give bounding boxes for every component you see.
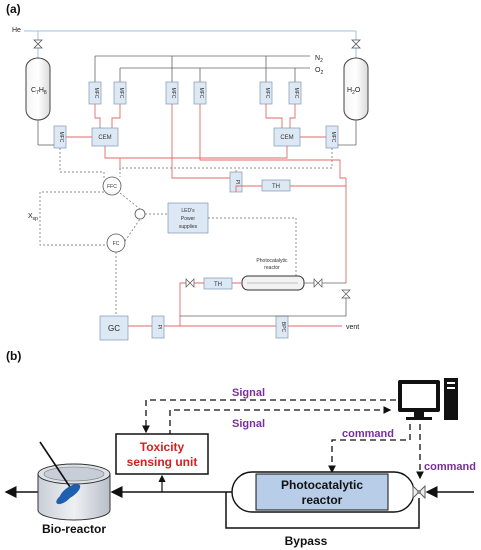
pi-lower: PI	[151, 315, 165, 339]
svg-text:GC: GC	[108, 324, 120, 333]
mfc-upper-5: MFC	[259, 81, 273, 105]
cem-right: CEM	[273, 127, 301, 147]
bypass-line	[225, 492, 420, 529]
svg-text:MFC: MFC	[264, 88, 270, 99]
mfc-upper-2: MFC	[113, 81, 127, 105]
command-label-right: command	[424, 461, 476, 473]
svg-text:TH: TH	[272, 184, 280, 190]
signal-line-mid	[169, 406, 392, 436]
svg-text:sensing unit: sensing unit	[127, 455, 198, 469]
fc-controller: FC	[106, 233, 126, 253]
svg-text:CEM: CEM	[280, 135, 293, 141]
svg-text:LED's: LED's	[181, 208, 195, 214]
bypass-label: Bypass	[285, 534, 328, 548]
svg-text:supplies: supplies	[179, 224, 198, 230]
command-line-top	[328, 424, 411, 474]
o2-label: O2	[315, 67, 323, 76]
svg-text:FFC: FFC	[107, 184, 117, 190]
svg-text:MFC: MFC	[330, 132, 336, 143]
th-upper: TH	[261, 179, 291, 192]
svg-text:PI: PI	[234, 180, 240, 185]
mfc-h2o: MFC	[325, 125, 339, 149]
svg-text:C7H8: C7H8	[31, 87, 47, 96]
he-label: He	[12, 27, 21, 34]
signal-label-top: Signal	[232, 387, 265, 399]
svg-text:H2O: H2O	[347, 87, 361, 96]
reactor-a-label-1: Photocatalytic	[256, 258, 288, 264]
gc-box: GC	[99, 315, 129, 341]
computer-icon	[398, 378, 458, 420]
tank-h2o: H2O	[343, 57, 369, 121]
svg-text:reactor: reactor	[302, 493, 343, 507]
mfc-upper-4: MFC	[193, 81, 207, 105]
svg-text:FC: FC	[113, 241, 120, 247]
command-label-top: command	[342, 428, 394, 440]
svg-text:MFC: MFC	[293, 88, 299, 99]
cem-left: CEM	[91, 127, 119, 147]
mfc-upper-3: MFC	[165, 81, 179, 105]
bioreactor-label: Bio-reactor	[42, 522, 106, 536]
svg-text:MFC: MFC	[58, 132, 64, 143]
led-power-supplies: LED's Power supplies	[167, 202, 209, 234]
mfc-c7h8: MFC	[53, 125, 67, 149]
summing-junction	[134, 208, 146, 220]
reactor-valve-left	[185, 278, 195, 288]
photocatalytic-reactor-b: Photocatalytic reactor	[231, 471, 415, 513]
svg-text:MFC: MFC	[170, 88, 176, 99]
xsp-label: Xsp	[28, 213, 38, 222]
mfc-upper-1: MFC	[88, 81, 102, 105]
bpc-box: BPC	[275, 315, 289, 339]
bio-reactor	[37, 441, 111, 521]
svg-text:Photocatalytic: Photocatalytic	[281, 478, 363, 492]
svg-text:BPC: BPC	[280, 322, 286, 333]
tank-c7h8: C7H8	[25, 57, 51, 121]
he-valve-right	[351, 39, 361, 49]
signal-line-top	[142, 399, 396, 434]
ffc-controller: FFC	[102, 176, 122, 196]
mfc-upper-6: MFC	[288, 81, 302, 105]
he-valve-left	[33, 39, 43, 49]
photocatalytic-reactor-a	[241, 275, 305, 291]
svg-text:Toxicity: Toxicity	[140, 440, 185, 454]
panel-b-label: (b)	[6, 349, 21, 363]
n2-label: N2	[315, 55, 323, 64]
svg-text:MFC: MFC	[198, 88, 204, 99]
signal-label-mid: Signal	[232, 418, 265, 430]
toxicity-sensing-unit: Toxicity sensing unit	[115, 433, 209, 475]
reactor-a-label-2: reactor	[264, 265, 280, 271]
svg-text:MFC: MFC	[93, 88, 99, 99]
th-lower: TH	[203, 277, 233, 290]
svg-text:Power: Power	[181, 216, 196, 222]
svg-text:MFC: MFC	[118, 88, 124, 99]
vent-label: vent	[346, 324, 359, 331]
panel-a-label: (a)	[6, 2, 21, 16]
bypass-valve-a	[341, 289, 351, 299]
svg-text:PI: PI	[156, 325, 162, 330]
svg-text:CEM: CEM	[98, 135, 111, 141]
svg-text:TH: TH	[214, 282, 222, 288]
three-way-valve	[412, 484, 426, 500]
reactor-valve-right	[313, 278, 323, 288]
